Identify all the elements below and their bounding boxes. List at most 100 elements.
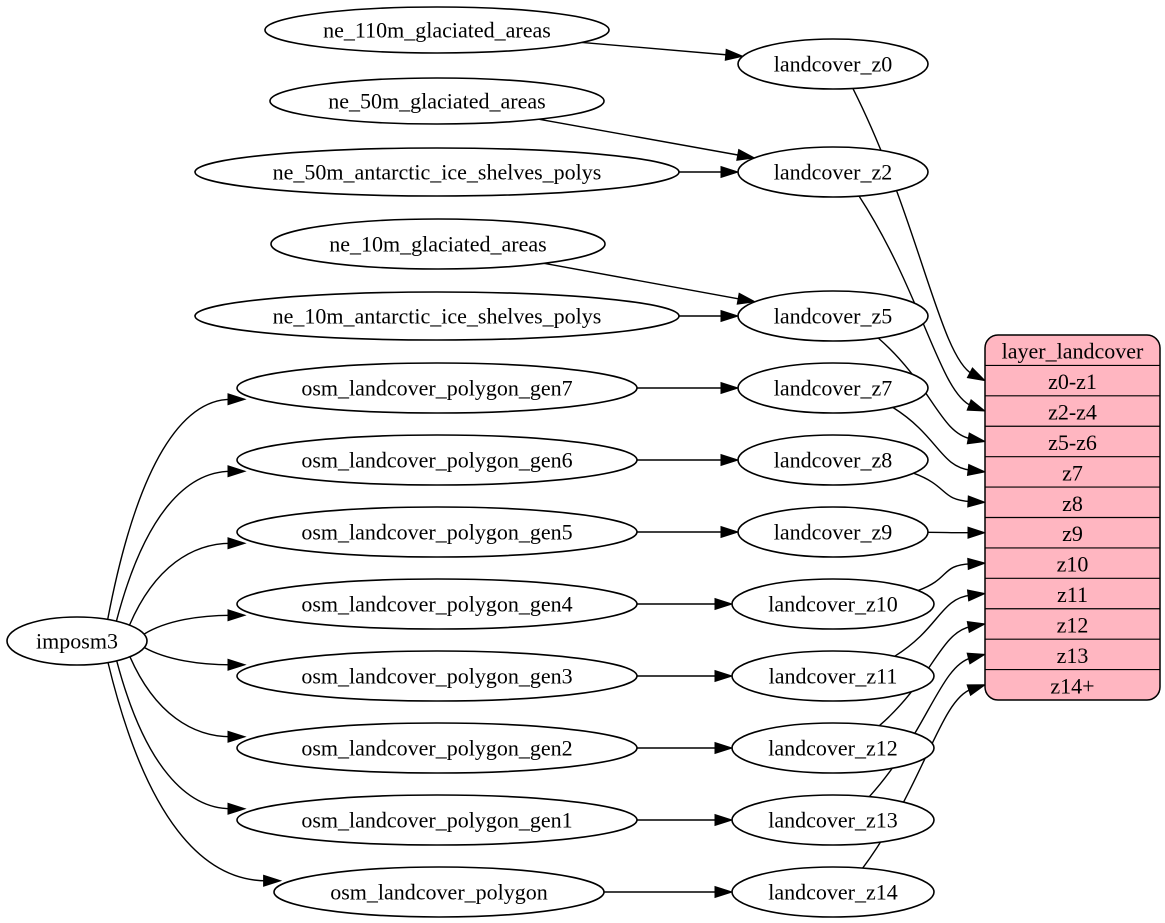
node-label: landcover_z9 bbox=[774, 520, 893, 545]
arrowhead-icon bbox=[263, 874, 283, 887]
node-label: osm_landcover_polygon_gen3 bbox=[301, 664, 572, 689]
node-landcover-z8: landcover_z8 bbox=[737, 434, 929, 486]
node-ellipse bbox=[731, 578, 935, 630]
edge-osm-landcover-polygon-to-landcover-z14 bbox=[604, 885, 734, 899]
node-landcover-z12: landcover_z12 bbox=[731, 722, 935, 774]
node-ellipse bbox=[737, 434, 929, 486]
node-landcover-z11: landcover_z11 bbox=[731, 650, 935, 702]
node-label: landcover_z2 bbox=[774, 160, 893, 185]
node-ellipse bbox=[731, 866, 935, 918]
table-row-z8: z8 bbox=[1062, 491, 1083, 516]
edge-landcover-z9-to-row-z9 bbox=[927, 526, 987, 539]
node-ellipse bbox=[737, 146, 929, 198]
table-header-label: layer_landcover bbox=[1002, 339, 1144, 364]
node-osm-landcover-polygon-gen5: osm_landcover_polygon_gen5 bbox=[236, 506, 638, 558]
node-imposm3: imposm3 bbox=[6, 616, 148, 666]
edge-landcover-z8-to-row-z8 bbox=[913, 472, 987, 508]
node-label: landcover_z13 bbox=[768, 808, 898, 833]
arrowhead-icon bbox=[227, 802, 247, 815]
edge-line bbox=[107, 662, 267, 882]
node-ellipse bbox=[236, 506, 638, 558]
node-osm-landcover-polygon-gen2: osm_landcover_polygon_gen2 bbox=[236, 722, 638, 774]
node-ellipse bbox=[236, 650, 638, 702]
arrowhead-icon bbox=[227, 609, 247, 622]
arrowhead-icon bbox=[720, 381, 740, 395]
table-row-z13: z13 bbox=[1057, 643, 1089, 668]
node-ellipse bbox=[6, 616, 148, 666]
edge-imposm3-to-osm-landcover-polygon-gen4 bbox=[143, 609, 247, 635]
edge-line bbox=[852, 88, 973, 375]
node-label: landcover_z0 bbox=[774, 52, 893, 77]
node-ne-50m-glaciated-areas: ne_50m_glaciated_areas bbox=[269, 77, 605, 125]
node-label: imposm3 bbox=[36, 629, 118, 654]
arrowhead-icon bbox=[967, 526, 987, 539]
edge-line bbox=[129, 656, 232, 738]
edge-ne-10m-glaciated-areas-to-landcover-z5 bbox=[543, 262, 757, 305]
arrowhead-icon bbox=[966, 652, 987, 665]
node-ellipse bbox=[236, 434, 638, 486]
node-landcover-z10: landcover_z10 bbox=[731, 578, 935, 630]
node-label: ne_10m_antarctic_ice_shelves_polys bbox=[273, 304, 602, 329]
arrowhead-icon bbox=[966, 432, 987, 445]
arrowhead-icon bbox=[720, 309, 740, 323]
edge-line bbox=[892, 406, 972, 471]
node-ellipse bbox=[236, 794, 638, 846]
table-row-z14: z14+ bbox=[1050, 673, 1094, 698]
edge-osm-landcover-polygon-gen3-to-landcover-z11 bbox=[637, 669, 734, 683]
edge-line bbox=[581, 41, 729, 56]
node-label: ne_50m_glaciated_areas bbox=[328, 89, 545, 114]
arrowhead-icon bbox=[720, 453, 740, 467]
edge-line bbox=[913, 472, 972, 503]
table-layer-landcover: layer_landcoverz0-z1z2-z4z5-z6z7z8z9z10z… bbox=[984, 334, 1161, 701]
table-row-label: z9 bbox=[1062, 521, 1083, 546]
edge-ne-50m-glaciated-areas-to-landcover-z2 bbox=[538, 118, 757, 161]
table-row-label: z14+ bbox=[1050, 673, 1094, 698]
node-label: landcover_z10 bbox=[768, 592, 898, 617]
node-ne-50m-antarctic-ice-shelves-polys: ne_50m_antarctic_ice_shelves_polys bbox=[194, 147, 680, 197]
table-row-z5-z6: z5-z6 bbox=[1048, 430, 1097, 455]
node-ellipse bbox=[731, 722, 935, 774]
arrowhead-icon bbox=[227, 658, 247, 671]
node-ellipse bbox=[737, 362, 929, 414]
node-label: osm_landcover_polygon_gen4 bbox=[301, 592, 572, 617]
arrowhead-icon bbox=[966, 684, 987, 697]
edge-line bbox=[128, 542, 232, 626]
edge-imposm3-to-osm-landcover-polygon-gen5 bbox=[128, 537, 247, 626]
arrowhead-icon bbox=[720, 165, 740, 179]
table-row-label: z11 bbox=[1057, 582, 1088, 607]
arrowhead-icon bbox=[227, 465, 247, 478]
arrowhead-icon bbox=[966, 589, 987, 602]
edge-osm-landcover-polygon-gen5-to-landcover-z9 bbox=[637, 525, 740, 539]
table-row-z9: z9 bbox=[1062, 521, 1083, 546]
arrowhead-icon bbox=[227, 537, 247, 550]
node-ne-10m-antarctic-ice-shelves-polys: ne_10m_antarctic_ice_shelves_polys bbox=[194, 291, 680, 341]
edge-line bbox=[115, 470, 232, 622]
node-landcover-z14: landcover_z14 bbox=[731, 866, 935, 918]
arrowhead-icon bbox=[966, 367, 987, 382]
edge-osm-landcover-polygon-gen2-to-landcover-z12 bbox=[637, 741, 734, 755]
edge-osm-landcover-polygon-gen4-to-landcover-z10 bbox=[637, 597, 734, 611]
node-label: osm_landcover_polygon_gen1 bbox=[301, 808, 572, 833]
edge-line bbox=[858, 195, 973, 407]
edge-imposm3-to-osm-landcover-polygon-gen2 bbox=[129, 656, 247, 743]
node-label: landcover_z12 bbox=[768, 736, 898, 761]
edge-ne-10m-antarctic-ice-shelves-polys-to-landcover-z5 bbox=[679, 309, 740, 323]
edge-landcover-z10-to-row-z10 bbox=[917, 557, 987, 592]
node-ellipse bbox=[264, 6, 610, 54]
table-row-label: z10 bbox=[1057, 552, 1089, 577]
edge-ne-50m-antarctic-ice-shelves-polys-to-landcover-z2 bbox=[679, 165, 740, 179]
edge-imposm3-to-osm-landcover-polygon-gen1 bbox=[116, 660, 247, 815]
node-ellipse bbox=[737, 506, 929, 558]
node-ellipse bbox=[737, 38, 929, 90]
edge-landcover-z12-to-row-z12 bbox=[878, 620, 987, 727]
node-label: landcover_z14 bbox=[768, 880, 898, 905]
arrowhead-icon bbox=[966, 399, 987, 412]
node-ellipse bbox=[194, 291, 680, 341]
table-row-z10: z10 bbox=[1057, 552, 1089, 577]
table-row-z0-z1: z0-z1 bbox=[1048, 369, 1097, 394]
edge-osm-landcover-polygon-gen7-to-landcover-z7 bbox=[637, 381, 740, 395]
edge-osm-landcover-polygon-gen1-to-landcover-z13 bbox=[637, 813, 734, 827]
arrowhead-icon bbox=[967, 495, 987, 508]
edge-imposm3-to-osm-landcover-polygon-gen3 bbox=[143, 646, 247, 671]
